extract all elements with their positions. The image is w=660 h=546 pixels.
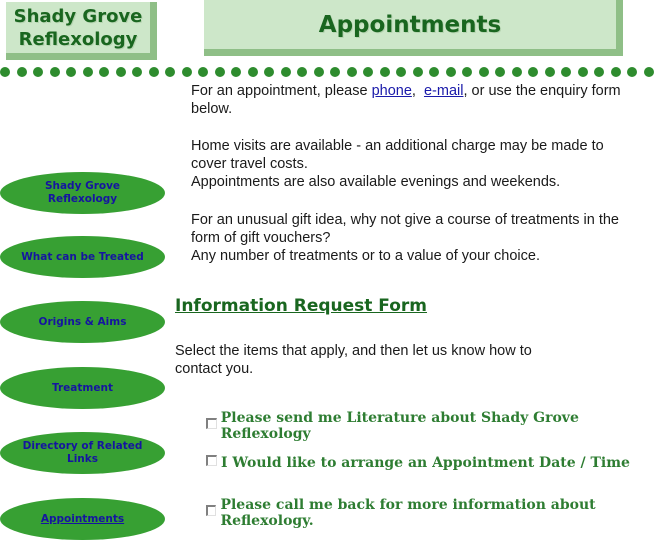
form-heading: Information Request Form xyxy=(175,296,428,316)
divider-dot xyxy=(495,67,505,77)
option-row-appointment: I Would like to arrange an Appointment D… xyxy=(206,454,630,471)
phone-link[interactable]: phone xyxy=(371,83,412,99)
divider-dot xyxy=(0,67,10,77)
nav-item-label: Appointments xyxy=(40,512,125,525)
intro-paragraph-gift: For an unusual gift idea, why not give a… xyxy=(191,211,636,265)
option-row-literature: Please send me Literature about Shady Gr… xyxy=(206,410,660,442)
callback-checkbox[interactable] xyxy=(206,504,217,516)
intro-paragraph-home-visits: Home visits are available - an additiona… xyxy=(191,137,641,191)
divider-dot xyxy=(544,67,555,77)
divider-dot xyxy=(99,67,109,77)
appointment-checkbox[interactable] xyxy=(206,454,217,466)
divider-dot xyxy=(280,67,291,77)
divider-dot xyxy=(478,67,489,77)
divider-dot xyxy=(511,67,522,77)
page-title: Appointments xyxy=(318,11,502,38)
divider-dot xyxy=(577,67,588,77)
divider-dot xyxy=(429,67,439,77)
divider-dot xyxy=(363,67,373,77)
divider-dot xyxy=(330,67,340,77)
callback-label: Please call me back for more information… xyxy=(220,497,596,529)
divider-dot xyxy=(445,67,456,77)
dot-divider xyxy=(0,65,660,79)
divider-dot xyxy=(627,67,637,77)
nav-item-what-can-be-treated[interactable]: What can be Treated xyxy=(0,236,165,278)
divider-dot xyxy=(379,67,390,77)
divider-dot xyxy=(66,67,76,77)
divider-dot xyxy=(49,67,60,77)
page-title-box: Appointments xyxy=(204,0,623,56)
divider-dot xyxy=(231,67,241,77)
evenings-weekends-text: Appointments are also available evenings… xyxy=(191,174,561,190)
form-instructions: Select the items that apply, and then le… xyxy=(175,343,532,377)
home-visits-text: Home visits are available - an additiona… xyxy=(191,138,604,172)
nav-item-treatment[interactable]: Treatment xyxy=(0,367,165,409)
divider-dot xyxy=(412,67,423,77)
gift-idea-text: For an unusual gift idea, why not give a… xyxy=(191,212,619,246)
divider-dot xyxy=(132,67,142,77)
divider-dot xyxy=(181,67,192,77)
option-row-callback: Please call me back for more information… xyxy=(206,497,660,529)
nav-item-label: What can be Treated xyxy=(21,250,144,263)
gift-value-text: Any number of treatments or to a value o… xyxy=(191,248,540,264)
divider-dot xyxy=(313,67,324,77)
divider-dot xyxy=(82,67,93,77)
appointment-label: I Would like to arrange an Appointment D… xyxy=(221,455,630,471)
divider-dot xyxy=(643,67,654,77)
divider-dot xyxy=(148,67,159,77)
nav-item-appointments[interactable]: Appointments xyxy=(0,498,165,540)
literature-checkbox[interactable] xyxy=(206,417,217,429)
divider-dot xyxy=(165,67,175,77)
divider-dot xyxy=(528,67,538,77)
divider-dot xyxy=(297,67,307,77)
logo-line-1: Shady Grove xyxy=(13,5,143,27)
divider-dot xyxy=(16,67,27,77)
divider-dot xyxy=(594,67,604,77)
divider-dot xyxy=(198,67,208,77)
divider-dot xyxy=(264,67,274,77)
email-link[interactable]: e-mail xyxy=(423,83,464,99)
divider-dot xyxy=(610,67,621,77)
logo-line-2: Reflexology xyxy=(18,28,138,50)
site-logo: Shady Grove Reflexology xyxy=(14,5,143,51)
divider-dot xyxy=(462,67,472,77)
nav-item-origins-aims[interactable]: Origins & Aims xyxy=(0,301,165,343)
divider-dot xyxy=(396,67,406,77)
divider-dot xyxy=(115,67,126,77)
divider-dot xyxy=(214,67,225,77)
nav-item-label: Origins & Aims xyxy=(38,315,127,328)
literature-label: Please send me Literature about Shady Gr… xyxy=(220,410,579,442)
intro-paragraph-contact: For an appointment, please phone, e-mail… xyxy=(191,83,621,117)
divider-dot xyxy=(247,67,258,77)
divider-dot xyxy=(561,67,571,77)
divider-dot xyxy=(346,67,357,77)
logo-box: Shady Grove Reflexology xyxy=(6,2,157,60)
nav-item-label: Treatment xyxy=(52,381,113,394)
divider-dot xyxy=(33,67,43,77)
